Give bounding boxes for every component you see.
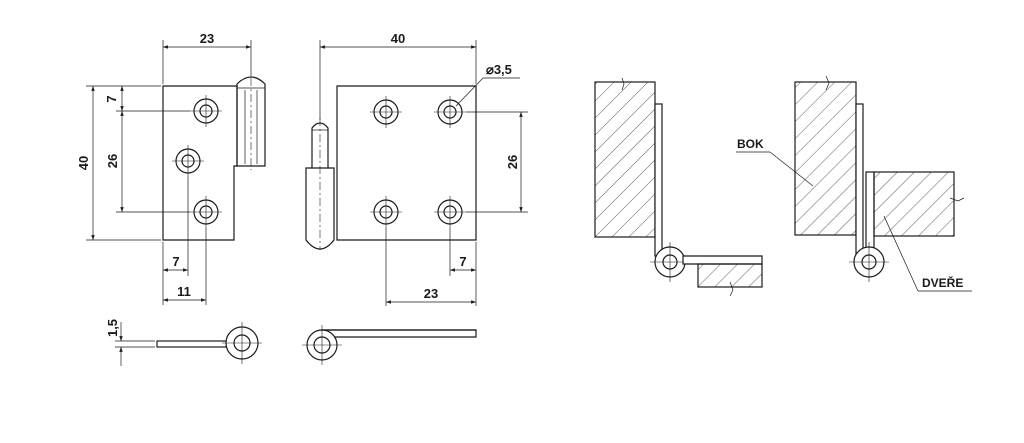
right-leaf-hole-top-right: [434, 96, 466, 128]
right-leaf-hole-top-left: [370, 96, 402, 128]
left-leaf-hole-middle: [172, 145, 204, 177]
right-leaf-side-view: [302, 325, 477, 365]
dim-right-hole-spacing: 26: [505, 155, 520, 169]
dim-left-bottom-width: 11: [177, 284, 191, 299]
right-leaf-hole-bottom-right: [434, 196, 466, 228]
right-leaf-front-view: [305, 85, 477, 250]
left-leaf-side-view: 1,5: [105, 319, 262, 366]
dim-right-bottom-width: 23: [424, 286, 438, 301]
left-leaf-hole-bottom: [190, 196, 222, 228]
dim-right-edge-offset: 7: [459, 254, 466, 269]
door-panel-hatched-open: [697, 263, 763, 288]
dim-side-thickness: 1,5: [105, 319, 120, 337]
side-panel-hatched-closed: [794, 81, 857, 236]
left-leaf-dimensions: 23 40 7 26 7 11: [76, 31, 252, 305]
dim-left-top-offset: 7: [104, 95, 119, 102]
label-bok: BOK: [737, 137, 764, 151]
left-leaf-front-view: [162, 76, 266, 241]
left-leaf-hole-top: [190, 95, 222, 127]
dim-left-bottom-offset: 7: [172, 254, 179, 269]
dim-right-width: 40: [391, 31, 405, 46]
right-leaf-dimensions: 40 ⌀3,5 26 7 23: [319, 31, 528, 306]
side-panel-hatched: [594, 81, 656, 238]
installation-view-closed: BOK DVEŘE: [736, 75, 972, 292]
dim-left-hole-spacing: 26: [105, 154, 120, 168]
dim-left-height: 40: [76, 156, 91, 170]
dim-left-width: 23: [200, 31, 214, 46]
right-leaf-hole-bottom-left: [370, 196, 402, 228]
door-panel-hatched-closed: [873, 171, 955, 237]
dim-right-hole-diameter: ⌀3,5: [486, 62, 512, 77]
label-dvere: DVEŘE: [922, 275, 963, 290]
installation-view-open: [594, 77, 763, 297]
